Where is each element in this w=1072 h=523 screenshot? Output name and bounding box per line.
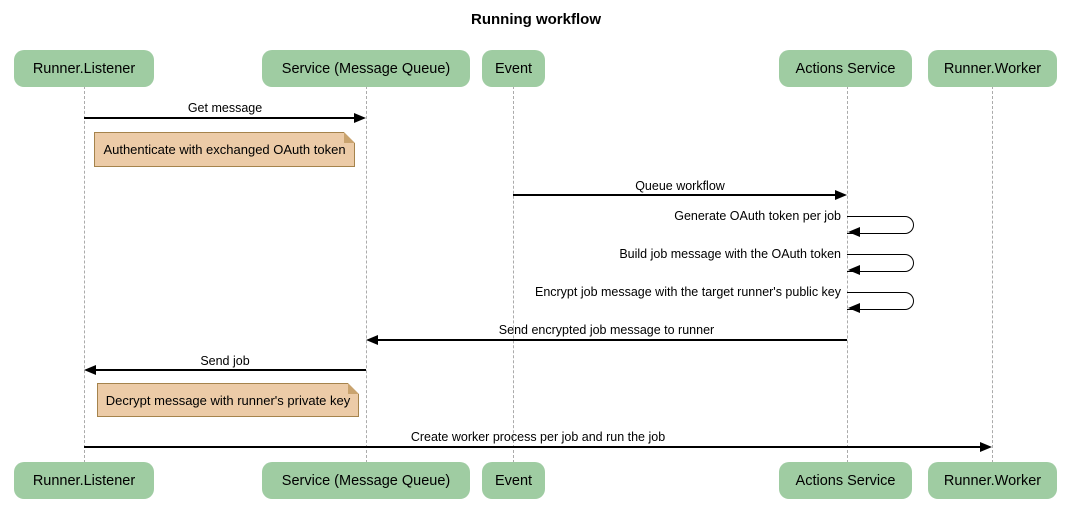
- message-label-send-encrypted-job: Send encrypted job message to runner: [498, 323, 715, 337]
- message-label-get-message: Get message: [187, 101, 263, 115]
- arrowhead-right-icon: [980, 442, 992, 452]
- diagram-title: Running workflow: [471, 11, 601, 28]
- note-authenticate-oauth: Authenticate with exchanged OAuth token: [94, 132, 355, 167]
- message-line-send-job: [95, 369, 366, 371]
- message-label-send-job: Send job: [200, 354, 250, 368]
- message-label-queue-workflow: Queue workflow: [635, 179, 725, 193]
- arrowhead-right-icon: [835, 190, 847, 200]
- participant-service-message-queue-top: Service (Message Queue): [262, 50, 470, 87]
- arrowhead-left-icon: [848, 265, 860, 275]
- participant-actions-service-bottom: Actions Service: [779, 462, 912, 499]
- message-line-create-worker: [84, 446, 981, 448]
- participant-runner-listener-top: Runner.Listener: [14, 50, 154, 87]
- lifeline-event: [513, 86, 514, 463]
- participant-runner-worker-bottom: Runner.Worker: [928, 462, 1057, 499]
- note-decrypt-message: Decrypt message with runner's private ke…: [97, 383, 359, 417]
- participant-runner-listener-bottom: Runner.Listener: [14, 462, 154, 499]
- lifeline-actions-service: [847, 86, 848, 463]
- participant-actions-service-top: Actions Service: [779, 50, 912, 87]
- lifeline-service-message-queue: [366, 86, 367, 463]
- message-line-queue-workflow: [513, 194, 836, 196]
- self-loop-icon: [847, 216, 914, 234]
- participant-event-top: Event: [482, 50, 545, 87]
- note-text: Decrypt message with runner's private ke…: [105, 392, 351, 408]
- message-line-send-encrypted-job: [377, 339, 847, 341]
- arrowhead-left-icon: [84, 365, 96, 375]
- arrowhead-right-icon: [354, 113, 366, 123]
- message-label-encrypt-job-message: Encrypt job message with the target runn…: [534, 285, 841, 299]
- arrowhead-left-icon: [366, 335, 378, 345]
- message-line-get-message: [84, 117, 355, 119]
- message-label-create-worker: Create worker process per job and run th…: [410, 430, 666, 444]
- note-text: Authenticate with exchanged OAuth token: [103, 142, 346, 157]
- lifeline-runner-listener: [84, 86, 85, 463]
- self-loop-icon: [847, 254, 914, 272]
- message-label-build-job-message: Build job message with the OAuth token: [619, 247, 841, 261]
- lifeline-runner-worker: [992, 86, 993, 463]
- arrowhead-left-icon: [848, 227, 860, 237]
- participant-service-message-queue-bottom: Service (Message Queue): [262, 462, 470, 499]
- participant-runner-worker-top: Runner.Worker: [928, 50, 1057, 87]
- arrowhead-left-icon: [848, 303, 860, 313]
- participant-event-bottom: Event: [482, 462, 545, 499]
- self-loop-icon: [847, 292, 914, 310]
- message-label-generate-oauth-token: Generate OAuth token per job: [674, 209, 841, 223]
